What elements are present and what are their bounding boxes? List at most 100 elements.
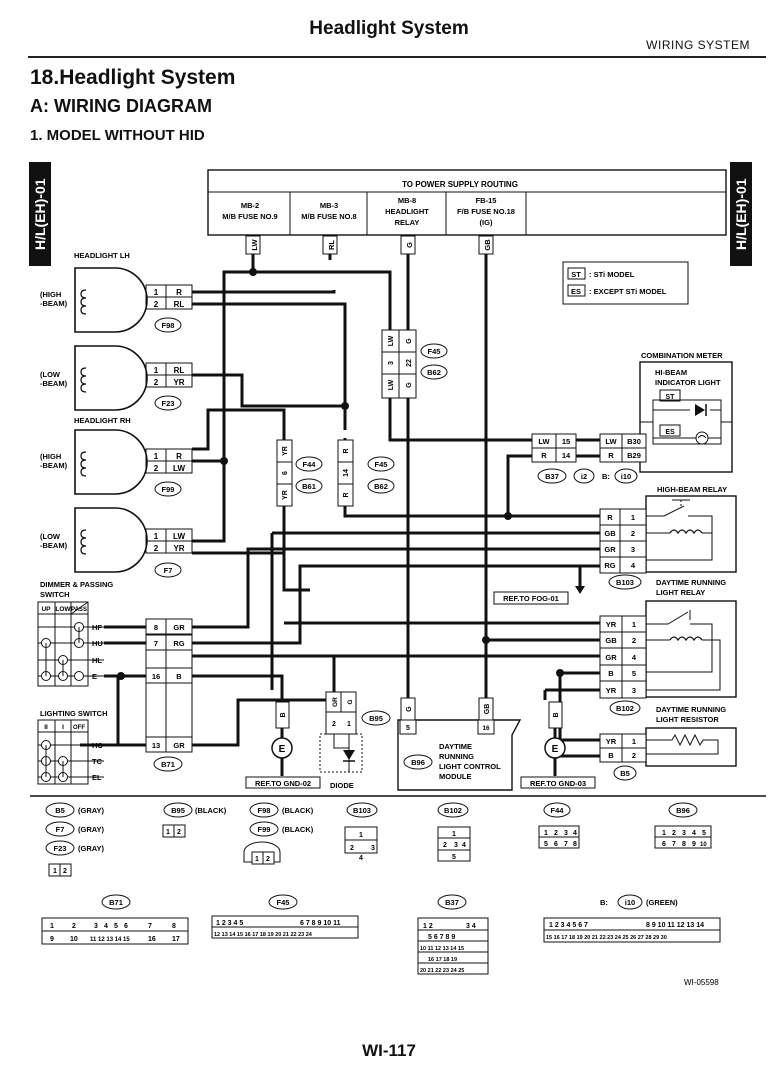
switch-position: PASS [71,607,87,613]
dimmer-passing-switch: DIMMER & PASSING SWITCH UP LOW PASS HF H… [37,580,193,772]
pin-number: 1 [154,366,159,375]
headlight-rh-label: HEADLIGHT RH [74,416,131,425]
connector-id: B62 [374,482,388,491]
legend-st-text: : STi MODEL [589,270,635,279]
svg-text:10 11 12 13 14 15: 10 11 12 13 14 15 [420,946,464,952]
lamp-bulb-shape [74,429,148,495]
resistor-icon [646,733,719,755]
pin-number: 2 [154,378,159,387]
connector-prefix: B: [602,472,610,481]
wire-color: B [608,669,614,678]
connector-id: F45 [277,898,290,907]
fuse-label: F/B FUSE NO.18 [457,207,515,216]
connector-id: B37 [445,898,459,907]
wire-color: RL [174,366,185,375]
connector-id: B71 [161,760,175,769]
terminal-label: HU [92,639,103,648]
pin-number: B29 [627,451,641,460]
power-routing-label: TO POWER SUPPLY ROUTING [402,180,518,189]
terminal-label: HF [92,623,102,632]
wire-color: LW [173,464,185,473]
beam-label: -BEAM) [40,461,68,470]
pin-number: 2 [631,529,635,538]
header-rule [28,56,766,58]
headlight-lh-label: HEADLIGHT LH [74,251,130,260]
connector-id: B62 [427,368,441,377]
section-title: 18.Headlight System [30,66,236,89]
svg-text:1: 1 [166,829,170,836]
connector-id: F7 [164,566,173,575]
ground-ref: REF.TO GND-03 [530,779,586,788]
ground-left: B E REF.TO GND-02 [245,701,321,789]
pin-number: 1 [631,513,635,522]
connector-color: (GREEN) [646,898,678,907]
connector-id: F44 [303,460,317,469]
beam-label: (LOW [40,370,61,379]
wire-color: GB [605,636,617,645]
pin-number: 3 [632,686,636,695]
wire-color: R [343,448,350,453]
fuse-label: M/B FUSE NO.8 [301,212,356,221]
wire-color: RL [174,300,185,309]
svg-text:15 16 17 18 19 20 21 22 23 24: 15 16 17 18 19 20 21 22 23 24 25 26 27 2… [546,935,667,941]
svg-text:2: 2 [554,830,558,837]
fuse-label: (IG) [480,218,493,227]
svg-text:10: 10 [70,936,78,943]
resistor-title: LIGHT RESISTOR [656,715,719,724]
connector-id: i10 [621,472,631,481]
beam-label: -BEAM) [40,299,68,308]
wire-color: G [347,699,354,704]
svg-text:2: 2 [72,923,76,930]
relay-coil-icon [669,529,703,534]
wire-color: YR [282,446,289,456]
wire-color: R [176,288,182,297]
switch-position: OFF [73,725,85,731]
svg-text:17: 17 [172,936,180,943]
svg-text:1: 1 [452,831,456,838]
wire-color: LW [388,335,395,346]
svg-text:1: 1 [50,923,54,930]
svg-text:16 17 18 19: 16 17 18 19 [428,957,457,963]
connector-id: B5 [620,769,630,778]
connector-id: F99 [162,485,175,494]
connector-id: F7 [56,825,65,834]
terminal-label: HC [92,741,103,750]
svg-text:1 2 3 4 5: 1 2 3 4 5 [216,920,243,927]
pin-number: 2 [154,464,159,473]
ground-symbol: E [552,744,559,755]
svg-text:4: 4 [692,830,696,837]
lamp-bulb-shape [74,345,148,411]
pin-number: 5 [632,669,636,678]
pin-number: 1 [632,737,636,746]
connector-id: B96 [676,806,690,815]
pin-number: 1 [632,620,636,629]
connector-id: F98 [162,321,175,330]
terminal-label: EL [92,773,102,782]
connector-id: F45 [375,460,388,469]
relay-title: LIGHT RELAY [656,588,705,597]
pin-number: 8 [154,623,158,632]
pin-number: B30 [627,437,641,446]
connector-color: (BLACK) [282,806,314,815]
svg-text:8 9 10 11 12 13 14: 8 9 10 11 12 13 14 [646,922,704,929]
connector-views-row1: B5 (GRAY) F7 (GRAY) F23 (GRAY) 1 2 B95 (… [45,802,712,877]
pin-number: 2 [154,300,159,309]
relay-title: HIGH-BEAM RELAY [657,485,727,494]
connector-f44-b61: YR 6 YR F44 B61 [276,439,323,507]
svg-text:4: 4 [573,830,577,837]
svg-text:3: 3 [454,842,458,849]
wire-color: GB [483,239,492,251]
svg-text:7: 7 [148,923,152,930]
wire-color: R [343,492,350,497]
module-label: LIGHT CONTROL [439,762,501,771]
connector-id: B103 [353,806,371,815]
svg-text:2: 2 [266,856,270,863]
pin-number: 1 [154,532,159,541]
st-tag: ST [666,394,676,401]
wire-color: YR [606,620,617,629]
beam-label: (HIGH [40,290,61,299]
wire-color: G [405,242,414,248]
headlamps: HEADLIGHT LH (HIGH -BEAM) 1 2 R RL F98 (… [40,251,193,578]
connector-prefix: B: [600,898,608,907]
